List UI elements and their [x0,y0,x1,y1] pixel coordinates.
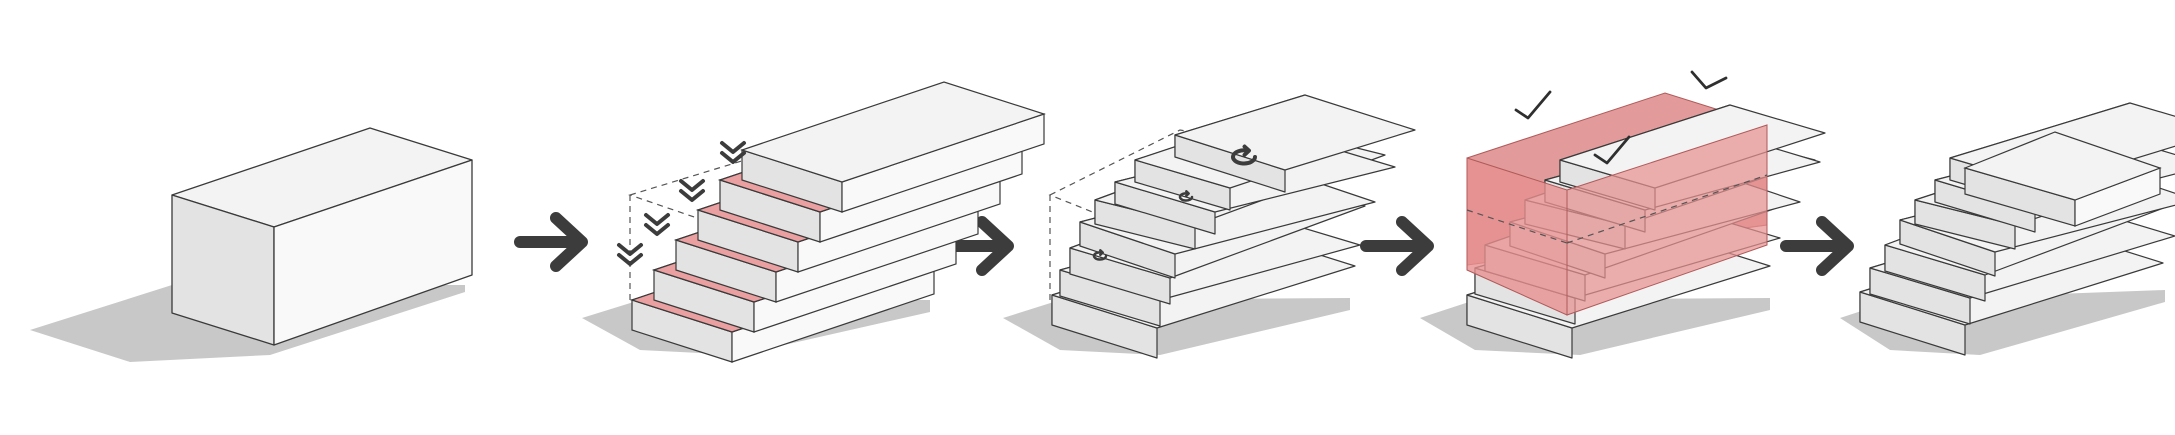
rotate-arc [1231,148,1257,166]
rotate-arrowhead [1242,144,1251,157]
rotate-icon [1092,249,1108,261]
rotate-arrowhead [1099,249,1104,257]
rotate-arrowhead [1185,190,1190,198]
double-chevron-down-icon [679,179,705,202]
wedge-top-face [1963,131,2162,201]
terrace-stack [630,81,1046,363]
chevron-lower [644,223,670,236]
chevron-upper [720,141,746,154]
original-volume-outline [628,159,936,231]
rotate-icon [1231,144,1257,166]
chevron-lower [720,151,746,164]
right-arrow-icon [1780,216,1854,276]
chevron-lower [679,189,705,202]
view-marks [1514,70,1728,165]
right-arrow-icon [514,212,588,272]
view-mark-line [1593,135,1631,165]
chevron-lower [617,253,643,266]
step-final-stacked-form [1840,102,2175,356]
view-checkmark-icon [1593,135,1631,165]
view-checkmark-icon [1690,70,1728,90]
chevron-upper [644,213,670,226]
view-plane-front [1566,124,1768,316]
double-chevron-down-icon [617,243,643,266]
rotate-arc [1178,192,1194,202]
view-checkmark-icon [1514,90,1552,120]
block-right-face [273,159,473,346]
chevron-upper [617,243,643,256]
rotate-marks [1092,144,1257,261]
step-rotated-slabs [1003,94,1416,359]
arrow-head [550,212,588,272]
arrow-head [1816,216,1854,276]
terrace-top-face [740,81,1046,183]
arrow-head [1396,216,1434,276]
rotate-arc [1092,251,1108,261]
rotate-icon [1178,190,1194,202]
view-mark-line [1690,70,1728,90]
terrace-level [740,81,1046,213]
slab-stack [1859,102,2175,356]
step-massing-block [30,127,473,362]
step-stepped-terraces [582,81,1046,363]
double-chevron-down-icon [720,141,746,164]
arrow-head [976,216,1014,276]
step-carved-view-planes [1420,70,1826,359]
slab-stack [1051,94,1416,359]
top-wedge-block [1963,131,2162,227]
chevron-group [617,141,746,266]
chevron-upper [679,179,705,192]
double-chevron-down-icon [644,213,670,236]
right-arrow-icon [1360,216,1434,276]
view-mark-line [1514,90,1552,120]
